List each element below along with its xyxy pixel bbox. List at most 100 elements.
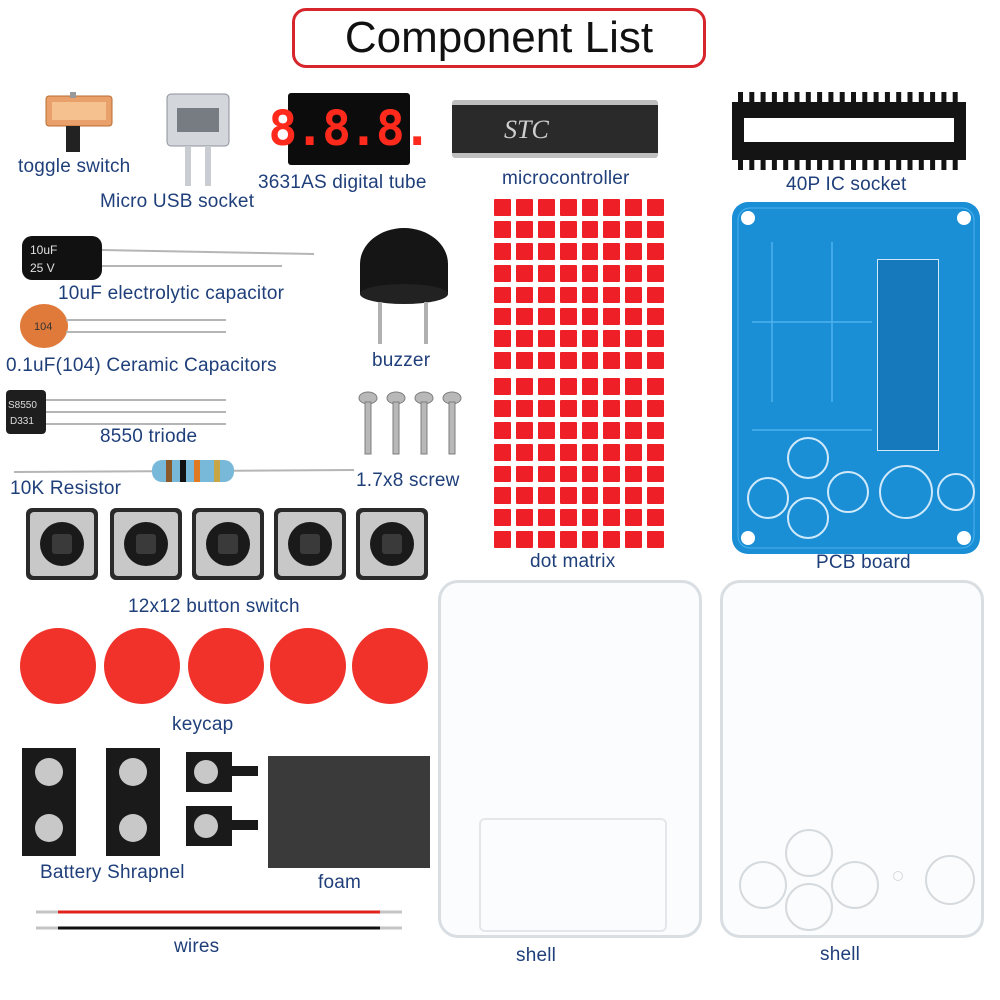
- socket-pin: [805, 160, 811, 170]
- screw-shaft: [364, 401, 372, 455]
- ceramic-capacitor-label: 0.1uF(104) Ceramic Capacitors: [6, 355, 277, 376]
- matrix-led: [603, 264, 621, 282]
- shell-right-pin-hole: [893, 871, 903, 881]
- matrix-led: [625, 378, 643, 395]
- matrix-led: [559, 352, 577, 369]
- keycap-image: [188, 628, 264, 704]
- matrix-led: [625, 509, 643, 527]
- matrix-led: [515, 264, 533, 282]
- dot-matrix-label: dot matrix: [530, 551, 616, 572]
- matrix-led: [603, 421, 621, 439]
- button-switch-image: [192, 508, 264, 580]
- keycap-image: [270, 628, 346, 704]
- matrix-led: [515, 443, 533, 461]
- matrix-led: [494, 330, 511, 348]
- matrix-led: [559, 264, 577, 282]
- matrix-led: [537, 308, 555, 326]
- matrix-led: [494, 509, 511, 527]
- button-switch-image: [110, 508, 182, 580]
- matrix-led: [515, 378, 533, 395]
- matrix-led: [647, 487, 664, 505]
- socket-pin: [873, 160, 879, 170]
- screw-shaft: [448, 401, 456, 455]
- matrix-led: [581, 286, 599, 304]
- matrix-led: [603, 352, 621, 369]
- matrix-led: [603, 330, 621, 348]
- battery-shrapnel-image: [22, 748, 258, 856]
- matrix-led: [581, 421, 599, 439]
- matrix-led: [647, 220, 664, 238]
- socket-pin: [783, 160, 789, 170]
- matrix-led: [559, 330, 577, 348]
- matrix-led: [603, 487, 621, 505]
- buzzer-image: [360, 228, 448, 344]
- matrix-led: [603, 531, 621, 548]
- matrix-led: [537, 531, 555, 548]
- matrix-led: [625, 399, 643, 417]
- matrix-led: [537, 330, 555, 348]
- button-switch-image: [26, 508, 98, 580]
- shell-right-button-hole-left: [739, 861, 787, 909]
- matrix-led: [603, 308, 621, 326]
- matrix-led: [581, 378, 599, 395]
- matrix-led: [581, 399, 599, 417]
- matrix-led: [625, 465, 643, 483]
- matrix-led: [647, 399, 664, 417]
- matrix-led: [581, 487, 599, 505]
- socket-pin: [817, 92, 823, 102]
- shell-right-button-hole-action: [925, 855, 975, 905]
- socket-pin: [907, 92, 913, 102]
- svg-text:S8550: S8550: [8, 400, 37, 411]
- socket-pin: [896, 160, 902, 170]
- matrix-led: [625, 487, 643, 505]
- matrix-led: [537, 487, 555, 505]
- button-switches-row: [24, 506, 434, 586]
- matrix-led: [625, 286, 643, 304]
- socket-pin: [738, 92, 743, 102]
- socket-pin: [884, 160, 890, 170]
- matrix-led: [494, 378, 511, 395]
- socket-pin: [794, 160, 800, 170]
- matrix-led: [581, 443, 599, 461]
- shell-left-window: [479, 818, 667, 932]
- matrix-led: [625, 199, 643, 216]
- matrix-led: [647, 465, 664, 483]
- matrix-led: [515, 531, 533, 548]
- svg-text:D331: D331: [10, 416, 34, 427]
- socket-pin: [873, 92, 879, 102]
- shell-left-label: shell: [516, 945, 557, 966]
- matrix-led: [537, 509, 555, 527]
- matrix-led: [625, 352, 643, 369]
- matrix-led: [559, 509, 577, 527]
- ic-socket-label: 40P IC socket: [786, 174, 907, 195]
- matrix-led: [581, 199, 599, 216]
- screw-shaft: [392, 401, 400, 455]
- matrix-led: [537, 399, 555, 417]
- socket-pin: [851, 160, 856, 170]
- matrix-led: [515, 421, 533, 439]
- microcontroller-image: STC: [452, 100, 658, 158]
- matrix-led: [603, 399, 621, 417]
- button-switch-image: [274, 508, 346, 580]
- socket-pin: [851, 92, 856, 102]
- matrix-led: [581, 509, 599, 527]
- foam-image: [268, 756, 430, 868]
- socket-pin: [930, 160, 936, 170]
- keycap-label: keycap: [172, 714, 234, 735]
- digital-tube-image: 8.8.8.: [268, 93, 432, 165]
- shell-right-button-hole-up: [785, 829, 833, 877]
- socket-pin: [918, 160, 924, 170]
- matrix-led: [559, 399, 577, 417]
- matrix-led: [537, 264, 555, 282]
- matrix-led: [603, 242, 621, 260]
- socket-pin: [918, 92, 924, 102]
- matrix-led: [515, 220, 533, 238]
- socket-pin: [817, 160, 823, 170]
- matrix-led: [559, 286, 577, 304]
- matrix-led: [647, 378, 664, 395]
- matrix-led: [537, 352, 555, 369]
- socket-pin: [941, 92, 947, 102]
- matrix-led: [581, 264, 599, 282]
- micro-usb-socket-image: [166, 93, 230, 186]
- matrix-led: [625, 308, 643, 326]
